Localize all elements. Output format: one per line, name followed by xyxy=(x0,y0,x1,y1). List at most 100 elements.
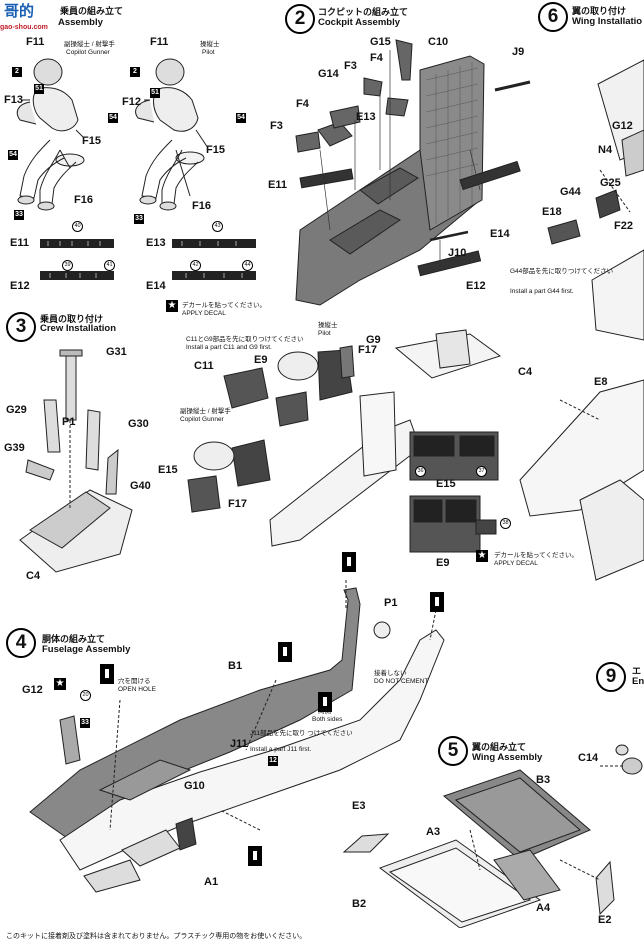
part-label: C4 xyxy=(518,366,533,378)
footer: このキットに接着剤及び塗料は含まれておりません。プラスチック専用の物をお使いくだ… xyxy=(0,928,644,946)
g44-note-en: Install a part G44 first. xyxy=(510,288,574,295)
part-label: F17 xyxy=(228,498,247,510)
part-label: G44 xyxy=(560,186,581,198)
part-label: F13 xyxy=(4,94,23,106)
part-label: J11 xyxy=(230,738,248,750)
ref-box: 51 xyxy=(150,88,160,98)
step-number: 6 xyxy=(538,2,568,32)
ref-box: 2 xyxy=(12,67,22,77)
part-label: B3 xyxy=(536,774,551,786)
part-label: F3 xyxy=(344,60,357,72)
ref-box: 12 xyxy=(268,756,278,766)
step5-title-en: Wing Assembly xyxy=(472,752,543,763)
part-label: F17 xyxy=(358,344,377,356)
pilot-caption-en: Pilot xyxy=(202,49,215,56)
part-label: G9 xyxy=(366,334,381,346)
part-label: E15 xyxy=(436,478,456,490)
part-label: A1 xyxy=(204,876,219,888)
part-label: E3 xyxy=(352,800,366,812)
step-number: 3 xyxy=(6,312,36,342)
cockpit-tub xyxy=(295,39,531,306)
part-label: C10 xyxy=(428,36,449,48)
part-label: N4 xyxy=(598,144,613,156)
part-label: E12 xyxy=(10,280,30,292)
step3-note-jp: C11とG9部品を先に取りつけてください xyxy=(186,336,304,343)
part-label: F16 xyxy=(192,200,211,212)
step3-title-en: Crew Installation xyxy=(40,323,117,334)
part-label: G15 xyxy=(370,36,391,48)
part-label: G30 xyxy=(128,418,149,430)
ref-box: 2 xyxy=(130,67,140,77)
pilot-figure xyxy=(135,58,205,211)
open-hole-en: OPEN HOLE xyxy=(118,686,156,693)
part-label: F22 xyxy=(614,220,633,232)
part-label: E14 xyxy=(490,228,510,240)
gunner-figure xyxy=(16,58,85,211)
step-number: 9 xyxy=(596,662,626,692)
part-label: F15 xyxy=(206,144,225,156)
part-label: G39 xyxy=(4,442,25,454)
step-number: 2 xyxy=(285,4,315,34)
part-label: E15 xyxy=(158,464,178,476)
watermark-url: gao-shou.com xyxy=(0,24,48,31)
part-label: C4 xyxy=(26,570,41,582)
step6-title-jp: 翼の取り付け xyxy=(572,6,627,16)
part-label: B2 xyxy=(352,898,367,910)
part-label: G25 xyxy=(600,177,621,189)
pilot-caption-jp: 操縦士 xyxy=(200,41,220,48)
gunner-caption-jp: 副操縦士 / 射撃手 xyxy=(180,408,231,415)
step2-title-en: Cockpit Assembly xyxy=(318,17,401,28)
j11-note-en: Install a part J11 first. xyxy=(250,746,312,753)
hole-marker-icon xyxy=(430,592,444,612)
part-label: C11 xyxy=(194,360,214,372)
step2-title-jp: コクピットの組み立て xyxy=(318,7,409,17)
decal-number: 44 xyxy=(242,260,253,271)
step1-title-en: Assembly xyxy=(58,17,103,28)
part-label: E13 xyxy=(356,111,376,123)
part-label: F3 xyxy=(270,120,283,132)
part-label: F4 xyxy=(296,98,309,110)
step4-title-jp: 胴体の組み立て xyxy=(42,634,106,644)
decal-number: 42 xyxy=(190,260,201,271)
fuselage xyxy=(29,580,445,893)
decal-number: 39 xyxy=(62,260,73,271)
step1-title-jp: 乗員の組み立て xyxy=(60,6,124,16)
part-label: E9 xyxy=(436,557,450,569)
part-label: G40 xyxy=(130,480,151,492)
wing-installation xyxy=(519,59,644,581)
part-label: E9 xyxy=(254,354,268,366)
ref-box: 51 xyxy=(34,84,44,94)
ref-box: 33 xyxy=(134,214,144,224)
part-label: G12 xyxy=(22,684,43,696)
part-label: J10 xyxy=(448,247,467,259)
watermark-logo: 哥的 gao-shou.com xyxy=(0,0,50,40)
ref-box: 33 xyxy=(14,210,24,220)
part-label: G29 xyxy=(6,404,27,416)
pilot-caption-en: Pilot xyxy=(318,330,331,337)
part-label: G14 xyxy=(318,68,339,80)
engine-parts xyxy=(600,744,643,775)
step-number: 5 xyxy=(438,736,468,766)
part-label: F12 xyxy=(122,96,141,108)
decal-number: 37 xyxy=(476,466,487,477)
decal-star-icon: ★ xyxy=(54,678,66,690)
no-cement-jp: 接着しない xyxy=(374,670,407,677)
decal-star-icon: ★ xyxy=(166,300,178,312)
watermark-title: 哥的 xyxy=(4,3,35,20)
part-label: J9 xyxy=(512,46,525,58)
instrument-panels xyxy=(40,239,256,280)
wing-parts xyxy=(342,769,615,929)
both-sides-jp: 両側 xyxy=(318,708,331,715)
part-label: F16 xyxy=(74,194,93,206)
step5-title-jp: 翼の組み立て xyxy=(472,742,527,752)
part-label: E8 xyxy=(594,376,608,388)
part-label: E11 xyxy=(268,179,287,191)
part-label: F15 xyxy=(82,135,101,147)
step-number: 4 xyxy=(6,628,36,658)
cockpit-seats xyxy=(187,345,421,547)
part-label: E12 xyxy=(466,280,486,292)
hole-marker-icon xyxy=(318,692,332,712)
instrument-panel-assembly xyxy=(394,329,502,553)
part-label: F11 xyxy=(26,36,45,48)
part-label: B1 xyxy=(228,660,243,672)
